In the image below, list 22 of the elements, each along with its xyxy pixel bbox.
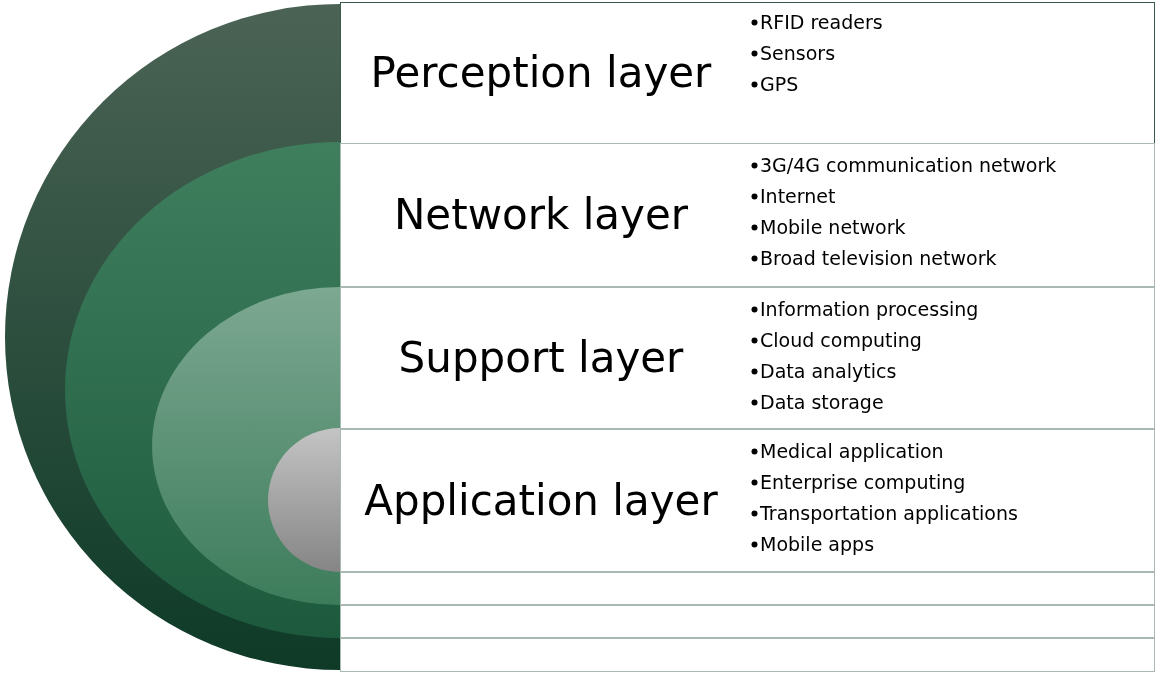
layer-title: Application layer [363, 479, 719, 522]
list-item: Data storage [760, 390, 884, 415]
layer-title: Support layer [397, 337, 685, 379]
list-item: Mobile network [760, 215, 906, 240]
list-item: GPS [760, 72, 799, 97]
layer-title: Network layer [392, 194, 690, 236]
list-item: RFID readers [760, 10, 883, 35]
empty-row [340, 638, 1155, 672]
list-item: Enterprise computing [760, 470, 966, 495]
list-item: 3G/4G communication network [760, 153, 1057, 178]
list-item: Information processing [760, 297, 979, 322]
list-item: Sensors [760, 41, 836, 66]
list-item: Mobile apps [760, 532, 875, 557]
list-item: Internet [760, 184, 836, 209]
empty-row [340, 572, 1155, 605]
empty-row [340, 605, 1155, 638]
list-item: Broad television network [760, 246, 997, 271]
list-item: Data analytics [760, 359, 897, 384]
list-item: Medical application [760, 439, 944, 464]
list-item: Cloud computing [760, 328, 922, 353]
layer-title: Perception layer [369, 52, 713, 94]
list-item: Transportation applications [760, 501, 1018, 526]
